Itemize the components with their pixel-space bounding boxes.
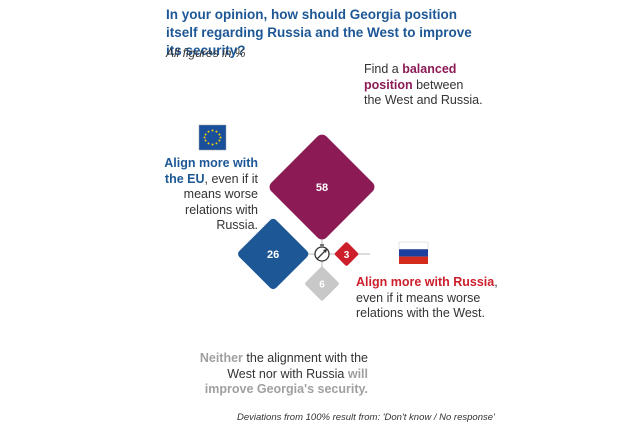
russia-flag-icon [398,241,429,264]
eu-flag-icon [198,124,227,151]
eu-diamond: 26 [238,218,309,290]
eu-label: Align more with the EU, even if it means… [164,156,258,232]
chart-footnote: Deviations from 100% result from: 'Don't… [237,412,495,423]
russia-diamond: 3 [334,242,359,266]
neither-label: Neither the alignment with the West nor … [199,351,368,396]
russia-label: Align more with Russia, even if it means… [356,275,498,320]
compass-icon [314,244,330,262]
neither-value-label: 6 [319,280,325,291]
neither-diamond: 6 [305,266,339,301]
balanced-diamond: 58 [269,134,375,240]
russia-value-label: 3 [344,250,350,261]
chart-subtitle: All figures in % [166,46,246,60]
chart-title: In your opinion, how should Georgia posi… [166,7,472,58]
balanced-label: Find a balanced position between the Wes… [364,62,483,107]
balanced-value-label: 58 [316,182,328,194]
eu-value-label: 26 [267,249,279,261]
